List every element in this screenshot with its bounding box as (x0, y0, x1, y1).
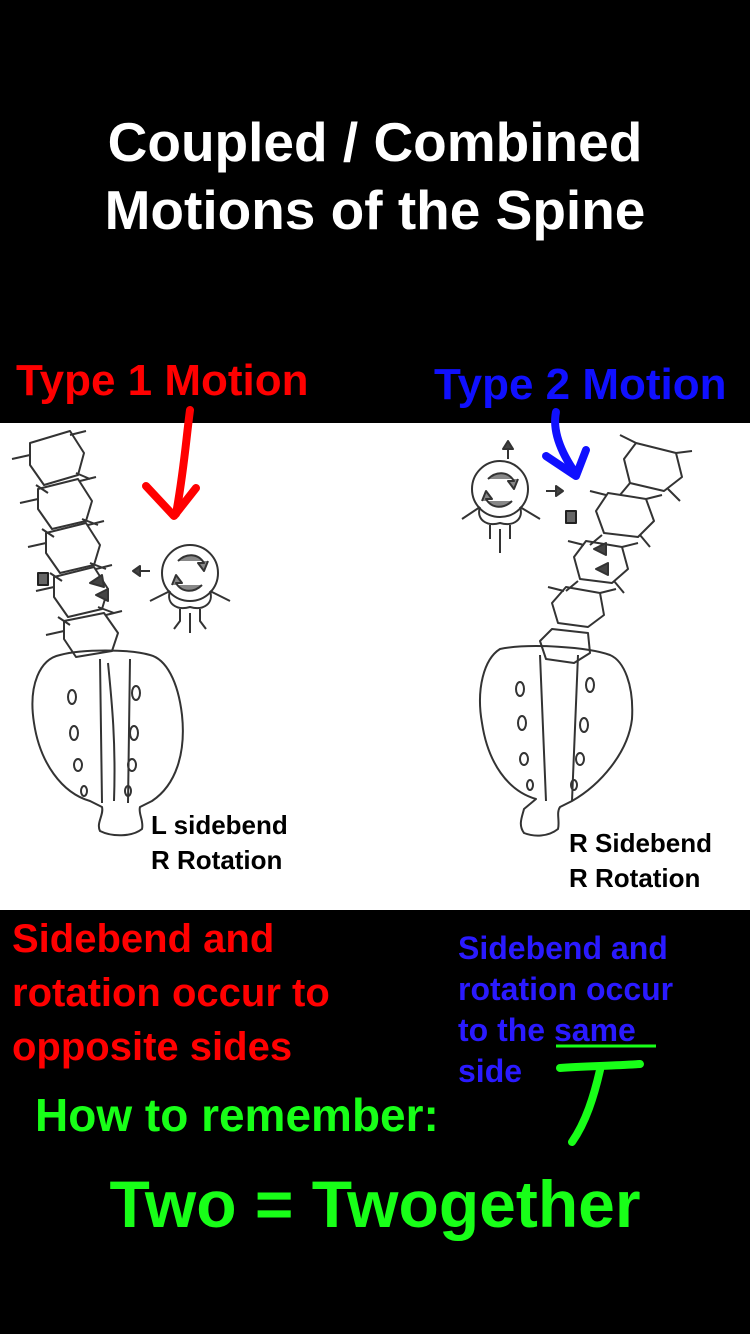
type1-description-line-3: opposite sides (12, 1025, 293, 1069)
type1-caption-line-2: R Rotation (151, 845, 283, 875)
type2-description: Sidebend and rotation occur to the same … (458, 928, 673, 1092)
title-line-1: Coupled / Combined (107, 111, 643, 173)
type1-spine-illustration (11, 430, 231, 837)
type1-description: Sidebend and rotation occur to opposite … (12, 912, 330, 1074)
type1-description-line-1: Sidebend and (12, 917, 275, 961)
type1-caption: L sidebend R Rotation (151, 808, 288, 878)
type2-caption-line-2: R Rotation (569, 863, 701, 893)
mnemonic-prompt: How to remember: (35, 1089, 439, 1141)
page-title: Coupled / Combined Motions of the Spine (0, 108, 750, 244)
type1-label: Type 1 Motion (16, 356, 309, 405)
illustration-panel: L sidebend R Rotation R Sidebend R Rotat… (0, 423, 750, 910)
type2-description-line-1: Sidebend and (458, 930, 668, 966)
type2-description-line-4: side (458, 1053, 523, 1089)
type2-description-line-3: to the same (458, 1012, 636, 1048)
mnemonic-phrase: Two = Twogether (109, 1167, 641, 1241)
type1-description-line-2: rotation occur to (12, 971, 330, 1015)
type2-caption-line-1: R Sidebend (569, 828, 713, 858)
spine-illustrations (11, 430, 693, 837)
title-line-2: Motions of the Spine (104, 179, 646, 241)
type2-spine-illustration (461, 434, 693, 837)
type2-caption: R Sidebend R Rotation (569, 826, 712, 896)
type2-description-line-2: rotation occur (458, 971, 674, 1007)
type1-caption-line-1: L sidebend (151, 810, 288, 840)
type2-label: Type 2 Motion (434, 360, 727, 409)
